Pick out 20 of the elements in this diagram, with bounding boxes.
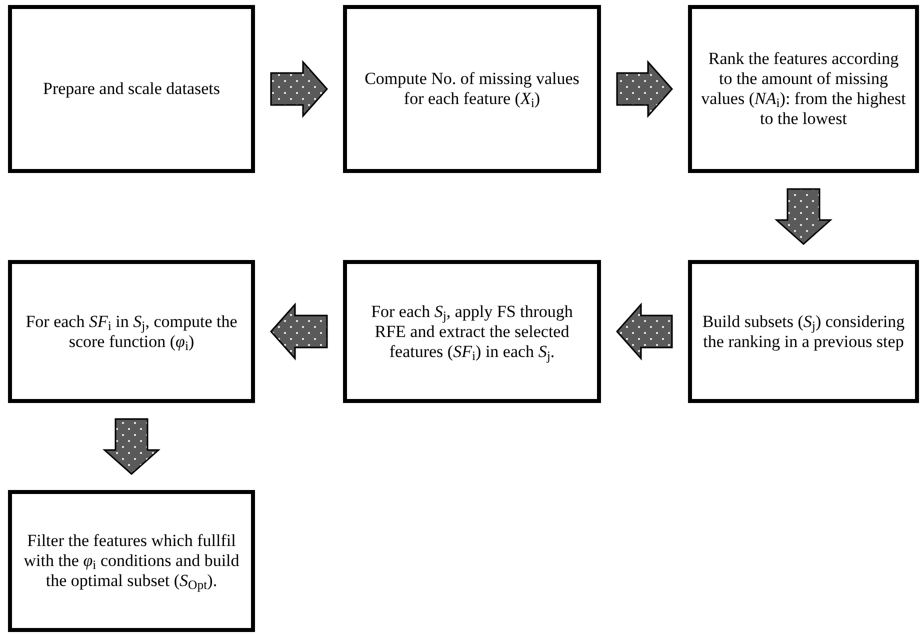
step-text: Filter the features which fullfil with the φ$_{i}$ conditions and build the optimal subset (S$_{Opt}$). — [22, 531, 240, 591]
process-box — [688, 260, 919, 403]
process-box — [343, 260, 601, 403]
process-box — [8, 490, 255, 632]
block-arrow — [270, 60, 328, 118]
process-box — [343, 5, 601, 173]
process-box — [688, 5, 919, 173]
block-arrow — [102, 418, 160, 475]
block-arrow — [616, 60, 673, 118]
step-text: Build subsets (S$_{j}$) considering the ranking in a previous step — [701, 312, 906, 352]
step-text: For each S$_{j}$, apply FS through RFE and extract the selected features (SF$_{i}$) in each S$_{j}$. — [370, 302, 574, 362]
step-text: For each SF$_{i}$ in S$_{j}$, compute the score function (φ$_{i}$) — [24, 312, 238, 352]
block-arrow — [774, 188, 832, 245]
step-text: Prepare and scale datasets — [43, 79, 220, 99]
step-text: Rank the features according to the amount of missing values (NA$_{i}$): from the highest to the lowest — [700, 49, 907, 129]
block-arrow — [270, 302, 328, 360]
block-arrow — [616, 302, 673, 360]
process-box — [8, 5, 255, 173]
step-text: Compute No. of missing values for each feature (X$_{i}$) — [364, 69, 580, 109]
process-box — [8, 260, 255, 403]
